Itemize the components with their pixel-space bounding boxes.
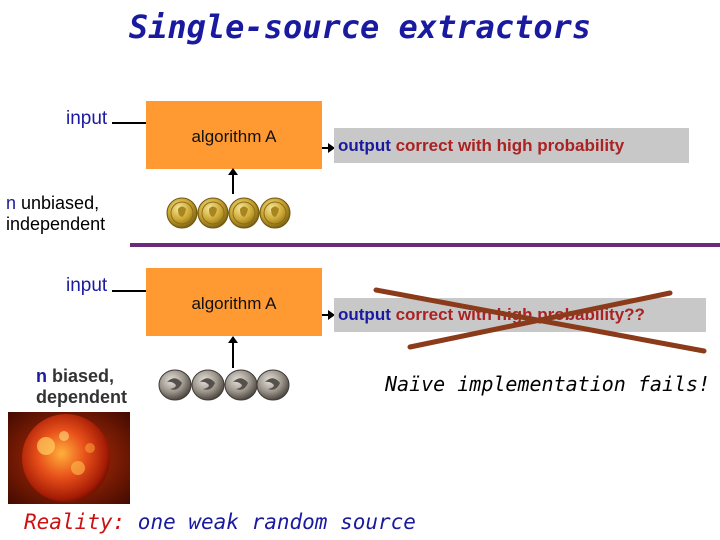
bottom-output-box: output correct with high probability?? [334, 298, 706, 332]
top-output-rest: correct with high probability [390, 136, 625, 155]
top-input-label: input [66, 108, 108, 129]
naive-fails-text: Naïve implementation fails! [385, 372, 711, 396]
reality-text: one weak random source [125, 510, 416, 534]
top-output-arrowhead [328, 143, 335, 153]
top-output-box: output correct with high probability [334, 128, 689, 163]
reality-label: Reality: [24, 510, 126, 534]
bottom-source-label: n biased, dependent [36, 366, 127, 408]
top-source-label: n unbiased, independent [6, 193, 105, 235]
bottom-coins-arrowhead [228, 336, 238, 343]
top-source-line2: independent [6, 214, 106, 234]
bottom-source-n: n [36, 366, 47, 386]
top-source-n: n [6, 193, 17, 213]
gold-coin-icon [259, 197, 291, 229]
silver-coin-icon [224, 369, 258, 401]
silver-coin-icon [256, 369, 290, 401]
bottom-output-rest: correct with high probability?? [390, 305, 645, 324]
silver-coin-icon [158, 369, 192, 401]
silver-coin-icon [191, 369, 225, 401]
bottom-source-line2: dependent [36, 387, 128, 407]
bottom-output-arrowhead [328, 310, 335, 320]
section-divider [130, 243, 720, 247]
top-coins-arrowhead [228, 168, 238, 175]
top-input-line [112, 122, 148, 124]
top-coins-arrow [232, 172, 234, 194]
gold-coin-icon [228, 197, 260, 229]
bottom-algorithm-box: algorithm A [146, 268, 322, 336]
bottom-output-word: output [338, 305, 391, 324]
bottom-input-label: input [66, 275, 108, 296]
silver-coins-row [158, 368, 290, 402]
gold-coin-icon [166, 197, 198, 229]
bottom-algorithm-label: algorithm A [191, 294, 277, 313]
top-output-arrow [322, 147, 332, 149]
sun-image [8, 412, 130, 504]
gold-coins-row [166, 195, 292, 231]
top-source-line1: unbiased, [16, 193, 100, 213]
bottom-coins-arrow [232, 340, 234, 368]
slide-title: Single-source extractors [128, 8, 592, 46]
gold-coin-icon [197, 197, 229, 229]
top-algorithm-label: algorithm A [191, 127, 277, 146]
bottom-source-line1: biased, [47, 366, 115, 386]
bottom-input-line [112, 290, 148, 292]
top-algorithm-box: algorithm A [146, 101, 322, 169]
bottom-output-arrow [322, 314, 332, 316]
top-output-word: output [338, 136, 391, 155]
reality-line: Reality: one weak random source [24, 510, 416, 534]
